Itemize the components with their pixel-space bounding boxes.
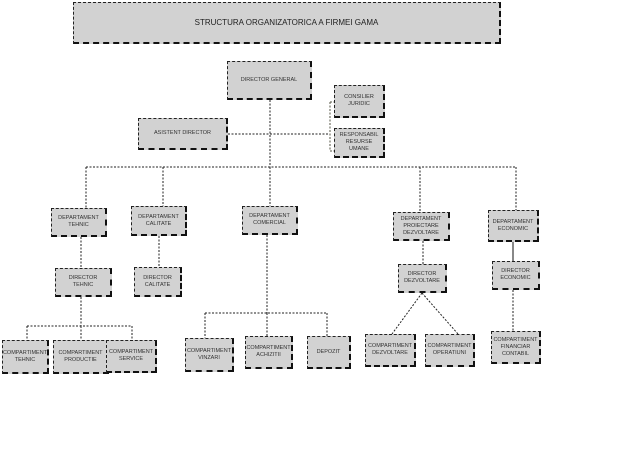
director-calitate-box: DIRECTOR CALITATE	[134, 267, 182, 297]
connector	[391, 292, 459, 335]
chart-title: STRUCTURA ORGANIZATORICA A FIRMEI GAMA	[73, 2, 501, 44]
compartiment-tehnic-box: COMPARTIMENT TEHNIC	[2, 340, 49, 374]
compartiment-financiar-contabil-box: COMPARTIMENT FINANCIAR CONTABIL	[491, 331, 541, 364]
compartiment-productie-box: COMPARTIMENT PRODUCTIE	[53, 340, 109, 374]
consilier-juridic-box: CONSILIER JURIDIC	[334, 85, 385, 118]
connector	[26, 297, 133, 340]
departament-tehnic-box: DEPARTAMENT TEHNIC	[51, 208, 107, 237]
compartiment-service-box: COMPARTIMENT SERVICE	[106, 340, 157, 373]
director-general-box: DIRECTOR GENERAL	[227, 61, 312, 100]
connector	[80, 236, 424, 268]
asistent-director-box: ASISTENT DIRECTOR	[138, 118, 228, 150]
connector	[204, 235, 328, 338]
responsabil-resurse-umane-box: RESPONSABIL RESURSE UMANE	[334, 128, 385, 158]
departament-economic-box: DEPARTAMENT ECONOMIC	[488, 210, 539, 242]
compartiment-dezvoltare-box: COMPARTIMENT DEZVOLTARE	[365, 334, 416, 367]
departament-calitate-box: DEPARTAMENT CALITATE	[131, 206, 187, 236]
departament-proiectare-box: DEPARTAMENT PROIECTARE DEZVOLTARE	[393, 212, 450, 241]
departament-comercial-box: DEPARTAMENT COMERCIAL	[242, 206, 298, 235]
director-economic-box: DIRECTOR ECONOMIC	[492, 261, 540, 290]
compartiment-achizitii-box: COMPARTIMENT ACHIZITII	[245, 336, 293, 369]
compartiment-vinzari-box: COMPARTIMENT VINZARI	[185, 338, 234, 372]
compartiment-operatiuni-box: COMPARTIMENT OPERATIUNI	[425, 334, 475, 367]
director-dezvoltare-box: DIRECTOR DEZVOLTARE	[398, 264, 447, 293]
depozit-box: DEPOZIT	[307, 336, 351, 369]
connector	[85, 167, 517, 212]
connector	[329, 101, 334, 152]
director-tehnic-box: DIRECTOR TEHNIC	[55, 268, 112, 297]
